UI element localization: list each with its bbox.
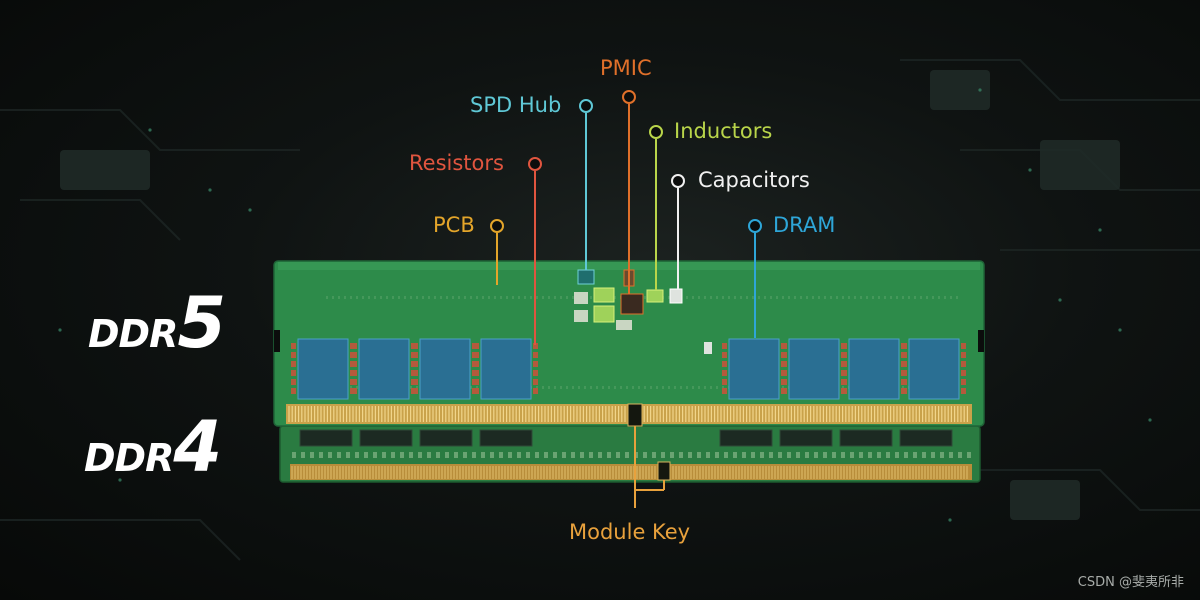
ddr4-dram-chip xyxy=(779,429,833,447)
dram-chip xyxy=(358,338,410,400)
ddr5-module xyxy=(273,260,985,427)
label-spd-hub: SPD Hub xyxy=(470,93,562,117)
label-capacitors: Capacitors xyxy=(698,168,810,192)
label-resistors: Resistors xyxy=(409,151,504,175)
label-dram: DRAM xyxy=(773,213,836,237)
ddr4-dram-chip xyxy=(359,429,413,447)
dram-chip xyxy=(848,338,900,400)
dram-chip xyxy=(419,338,471,400)
label-module-key: Module Key xyxy=(569,520,691,544)
pcb-leader xyxy=(490,219,504,285)
pmic-chip xyxy=(620,293,644,315)
ddr5-title-text: DDR xyxy=(88,312,178,356)
label-inductors: Inductors xyxy=(674,119,773,143)
watermark: CSDN @斐夷所非 xyxy=(1077,575,1184,590)
ddr4-title-number: 4 xyxy=(173,406,223,488)
ddr4-dram-chip xyxy=(299,429,353,447)
inductor-chip xyxy=(593,287,615,303)
ddr4-module xyxy=(279,425,981,483)
ddr5-title-number: 5 xyxy=(177,282,227,364)
module-key-leader xyxy=(634,426,665,508)
ddr5-title: DDR5 xyxy=(88,288,226,358)
ddr4-module-key-notch xyxy=(657,461,671,481)
ddr4-dram-chip xyxy=(839,429,893,447)
pmic-leader xyxy=(622,90,636,294)
ddr4-title: DDR4 xyxy=(84,412,222,482)
label-pmic: PMIC xyxy=(600,56,652,80)
dram-chip xyxy=(480,338,532,400)
dram-chip xyxy=(297,338,349,400)
spd-hub-chip xyxy=(577,269,595,285)
inductors-leader xyxy=(649,125,663,290)
dram-chip xyxy=(908,338,960,400)
ddr4-dram-chip xyxy=(899,429,953,447)
spd-hub-leader xyxy=(579,99,593,270)
ddr4-dram-chip xyxy=(479,429,533,447)
ddr5-module-key-notch xyxy=(627,403,643,427)
ddr4-dram-chip xyxy=(419,429,473,447)
label-pcb: PCB xyxy=(433,213,475,237)
ddr4-title-text: DDR xyxy=(84,436,174,480)
capacitor-component xyxy=(669,288,683,304)
ddr4-dram-chip xyxy=(719,429,773,447)
dram-chip xyxy=(728,338,780,400)
capacitors-leader xyxy=(671,174,685,289)
resistors-leader xyxy=(528,157,542,345)
dram-chip xyxy=(788,338,840,400)
dram-leader xyxy=(748,219,762,338)
